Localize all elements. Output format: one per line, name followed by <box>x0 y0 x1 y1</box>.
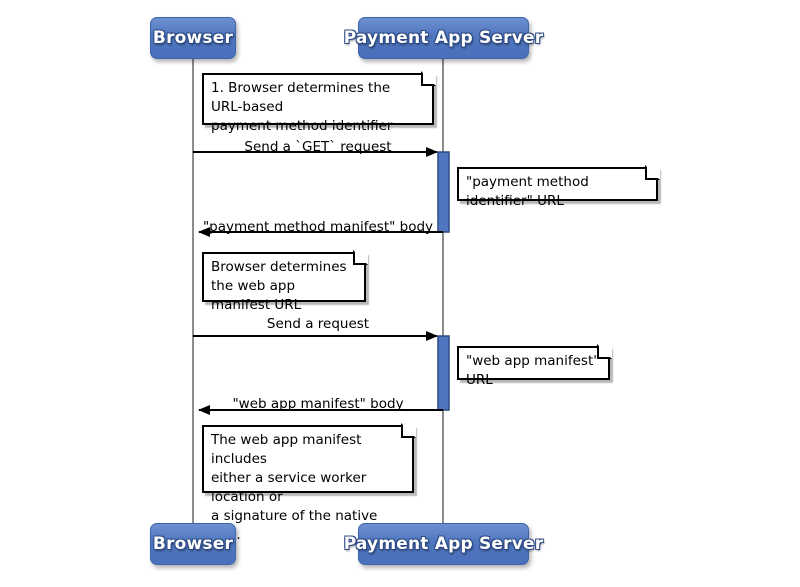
note-browser-determines-manifest-url: Browser determines the web app manifest … <box>202 250 369 313</box>
note-body <box>202 252 366 302</box>
note-text: Browser determines the web app manifest … <box>211 259 347 313</box>
participant-label: Payment App Server <box>343 28 544 48</box>
message-label-web-app-manifest-body: "web app manifest" body <box>232 396 404 412</box>
activation-bar-2 <box>437 335 450 411</box>
participant-payment-app-server-bottom[interactable]: Payment App Server <box>344 523 543 565</box>
message-label-payment-method-manifest-body: "payment method manifest" body <box>202 219 434 235</box>
participant-label: Browser <box>152 28 234 48</box>
note-body <box>202 73 434 125</box>
participant-browser-bottom[interactable]: Browser <box>150 523 236 565</box>
participant-browser-top[interactable]: Browser <box>150 17 236 59</box>
participant-payment-app-server-top[interactable]: Payment App Server <box>344 17 543 59</box>
note-browser-determines-identifier: 1. Browser determines the URL-based paym… <box>202 71 437 134</box>
participant-label: Browser <box>152 534 234 554</box>
note-text: 1. Browser determines the URL-based paym… <box>211 80 393 134</box>
note-text: "web app manifest" URL <box>466 353 600 388</box>
activation-bar-1 <box>437 151 450 233</box>
note-web-app-manifest-contents: The web app manifest includes either a s… <box>202 423 417 543</box>
participant-label: Payment App Server <box>343 534 544 554</box>
message-label-send-a-request: Send a request <box>266 316 370 332</box>
note-body <box>202 425 414 493</box>
note-text: The web app manifest includes either a s… <box>211 432 378 543</box>
message-label-send-get-request: Send a `GET` request <box>244 139 392 155</box>
note-body <box>457 346 610 380</box>
note-text: "payment method identifier" URL <box>466 174 589 209</box>
note-payment-method-identifier-url: "payment method identifier" URL <box>457 165 661 209</box>
note-web-app-manifest-url: "web app manifest" URL <box>457 344 613 388</box>
note-body <box>457 167 658 201</box>
